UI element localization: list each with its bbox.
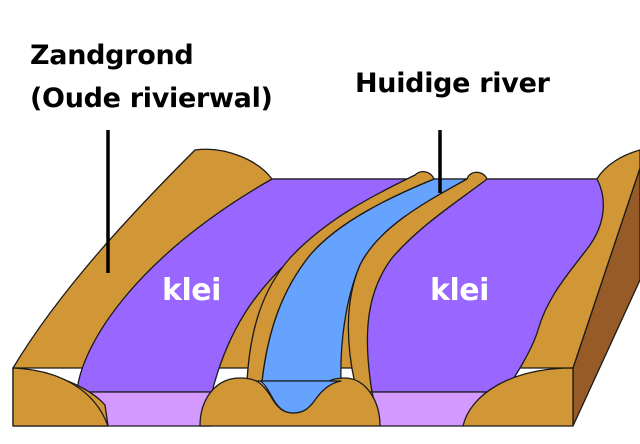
river-levee-left [246,171,435,382]
label-zandgrond: Zandgrond [30,40,194,71]
label-klei-left: klei [162,273,221,308]
label-huidige-river: Huidige river [355,68,550,99]
sand-front-mound-left [12,367,109,427]
label-klei-right: klei [430,273,489,308]
label-oude-rivierwal: (Oude rivierwal) [30,83,273,114]
river-levee-right [347,171,488,393]
river-channel-section [259,380,342,414]
sand-front-mound-right [462,367,574,427]
